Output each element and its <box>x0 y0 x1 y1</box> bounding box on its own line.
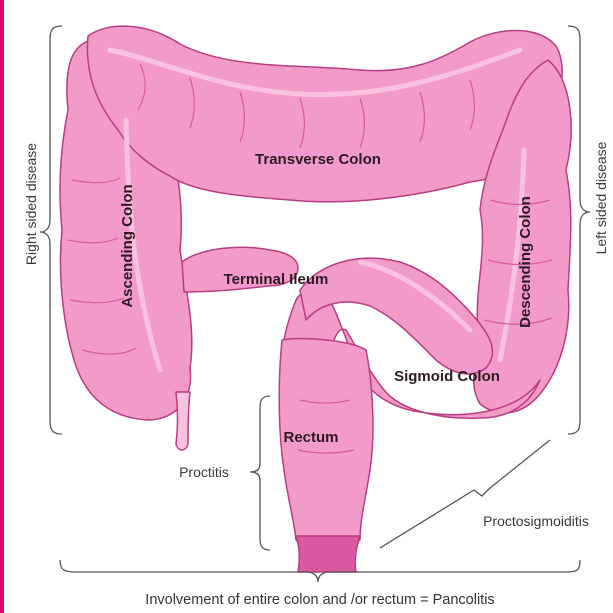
proctosigmoiditis-label: Proctosigmoiditis <box>483 513 589 529</box>
ascending-colon-label: Ascending Colon <box>119 184 136 307</box>
right-sided-disease-label: Right sided disease <box>23 143 39 265</box>
pancolitis-caption: Involvement of entire colon and /or rect… <box>145 592 494 608</box>
appendix-shape <box>176 392 190 450</box>
anal-canal-shape <box>296 536 360 572</box>
terminal-ileum-label: Terminal Ileum <box>224 271 329 288</box>
transverse-colon-label: Transverse Colon <box>255 151 381 168</box>
colon-shape <box>60 26 571 572</box>
descending-colon-label: Descending Colon <box>517 196 534 328</box>
rectum-label: Rectum <box>283 429 338 446</box>
right-sided-bracket <box>40 26 62 434</box>
proctitis-bracket <box>250 396 270 550</box>
sigmoid-colon-label: Sigmoid Colon <box>394 368 500 385</box>
proctitis-label: Proctitis <box>179 464 229 480</box>
left-edge-bar <box>0 0 4 613</box>
left-sided-disease-label: Left sided disease <box>593 141 609 254</box>
proctosigmoiditis-bracket <box>380 440 550 548</box>
